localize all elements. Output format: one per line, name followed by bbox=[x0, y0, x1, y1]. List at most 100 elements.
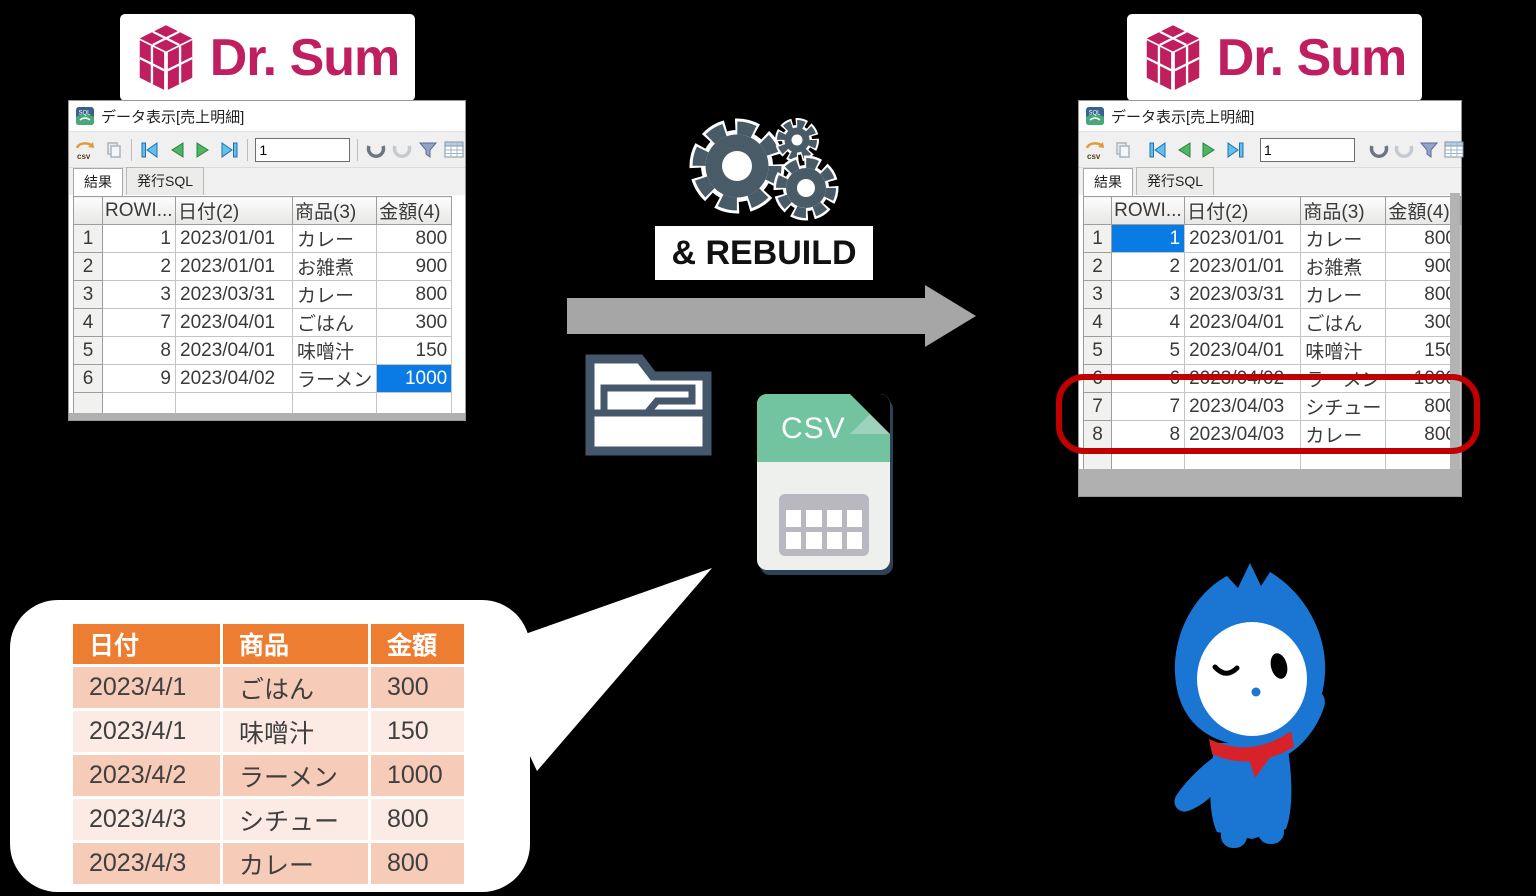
grid-view-button[interactable] bbox=[1444, 138, 1464, 162]
commit-button[interactable] bbox=[365, 138, 386, 162]
cell[interactable]: 1000 bbox=[376, 364, 453, 393]
filter-button[interactable] bbox=[418, 138, 439, 162]
cell[interactable]: 2023/04/01 bbox=[175, 336, 293, 365]
next-record-button[interactable] bbox=[192, 138, 213, 162]
row-header[interactable]: 4 bbox=[1082, 308, 1113, 337]
copy-button[interactable] bbox=[1113, 138, 1133, 162]
cell[interactable]: 2 bbox=[102, 252, 176, 281]
cell[interactable]: ラーメン bbox=[291, 364, 378, 393]
cell[interactable]: 800 bbox=[376, 224, 453, 253]
cell[interactable]: 2023/04/01 bbox=[1184, 308, 1302, 337]
commit-button[interactable] bbox=[1369, 138, 1389, 162]
cell[interactable]: カレー bbox=[1300, 224, 1387, 253]
row-header[interactable]: 8 bbox=[1082, 420, 1113, 449]
cell[interactable]: 2023/01/01 bbox=[175, 252, 293, 281]
cell[interactable]: 2023/01/01 bbox=[1184, 224, 1302, 253]
column-header[interactable]: 商品(3) bbox=[291, 196, 378, 225]
cell[interactable]: 2023/03/31 bbox=[175, 280, 293, 309]
cell[interactable]: 4 bbox=[1111, 308, 1186, 337]
column-header[interactable]: ROWI... bbox=[102, 196, 176, 225]
row-header[interactable]: 3 bbox=[1082, 280, 1113, 309]
row-header[interactable]: 1 bbox=[73, 224, 103, 253]
cell[interactable]: 2023/04/01 bbox=[1184, 336, 1302, 365]
column-header[interactable]: 日付(2) bbox=[1184, 196, 1302, 225]
cell[interactable]: 800 bbox=[1385, 280, 1461, 309]
cell[interactable]: 800 bbox=[376, 280, 453, 309]
cell[interactable]: 7 bbox=[1111, 392, 1186, 421]
tab-results[interactable]: 結果 bbox=[1083, 168, 1133, 196]
cell[interactable]: ごはん bbox=[291, 308, 378, 337]
cell[interactable]: カレー bbox=[1300, 280, 1387, 309]
column-header[interactable]: 商品(3) bbox=[1300, 196, 1387, 225]
cell[interactable]: 2 bbox=[1111, 252, 1186, 281]
cell[interactable]: 9 bbox=[102, 364, 176, 393]
row-header[interactable]: 4 bbox=[73, 308, 103, 337]
copy-button[interactable] bbox=[103, 138, 124, 162]
record-number-input[interactable] bbox=[255, 137, 351, 162]
row-header[interactable]: 2 bbox=[73, 252, 103, 281]
cell[interactable]: 2023/04/03 bbox=[1184, 420, 1302, 449]
cell[interactable]: 2023/04/03 bbox=[1184, 392, 1302, 421]
row-header[interactable]: 6 bbox=[73, 364, 103, 393]
rollback-button[interactable] bbox=[1394, 138, 1414, 162]
cell[interactable]: 8 bbox=[102, 336, 176, 365]
cell[interactable]: 5 bbox=[1111, 336, 1186, 365]
last-record-button[interactable] bbox=[218, 138, 240, 162]
record-number-input[interactable] bbox=[1260, 137, 1355, 162]
column-header[interactable]: 金額(4) bbox=[376, 196, 453, 225]
cell[interactable]: 900 bbox=[1385, 252, 1461, 281]
cell[interactable]: 2023/01/01 bbox=[1184, 252, 1302, 281]
grid-view-button[interactable] bbox=[444, 138, 465, 162]
cell[interactable]: 2023/03/31 bbox=[1184, 280, 1302, 309]
vertical-scrollbar[interactable] bbox=[1450, 193, 1460, 496]
cell[interactable]: 2023/04/02 bbox=[175, 364, 293, 393]
row-header[interactable]: 5 bbox=[73, 336, 103, 365]
window-titlebar[interactable]: SQL データ表示[売上明細] bbox=[1079, 101, 1461, 131]
cell[interactable]: シチュー bbox=[1300, 392, 1387, 421]
cell[interactable]: 1 bbox=[102, 224, 176, 253]
column-header[interactable]: 金額(4) bbox=[1385, 196, 1461, 225]
cell[interactable]: 800 bbox=[1385, 392, 1461, 421]
cell[interactable]: 150 bbox=[376, 336, 453, 365]
first-record-button[interactable] bbox=[139, 138, 161, 162]
cell[interactable]: 3 bbox=[1111, 280, 1186, 309]
cell[interactable]: カレー bbox=[291, 280, 378, 309]
cell[interactable]: 味噌汁 bbox=[291, 336, 378, 365]
corner-cell[interactable] bbox=[73, 196, 103, 225]
tab-results[interactable]: 結果 bbox=[73, 168, 123, 196]
cell[interactable]: 300 bbox=[1385, 308, 1461, 337]
last-record-button[interactable] bbox=[1224, 138, 1246, 162]
corner-cell[interactable] bbox=[1082, 196, 1113, 225]
cell[interactable]: 2023/01/01 bbox=[175, 224, 293, 253]
column-header[interactable]: ROWI... bbox=[1111, 196, 1186, 225]
first-record-button[interactable] bbox=[1147, 138, 1169, 162]
cell[interactable]: 1 bbox=[1111, 224, 1186, 253]
tab-issued-sql[interactable]: 発行SQL bbox=[1136, 167, 1215, 195]
filter-button[interactable] bbox=[1419, 138, 1439, 162]
cell[interactable]: カレー bbox=[291, 224, 378, 253]
cell[interactable]: 800 bbox=[1385, 420, 1461, 449]
row-header[interactable]: 2 bbox=[1082, 252, 1113, 281]
cell[interactable]: 300 bbox=[376, 308, 453, 337]
cell[interactable]: 7 bbox=[102, 308, 176, 337]
window-titlebar[interactable]: SQL データ表示[売上明細] bbox=[69, 101, 465, 131]
cell[interactable]: 2023/04/01 bbox=[175, 308, 293, 337]
cell[interactable]: カレー bbox=[1300, 420, 1387, 449]
cell[interactable]: 150 bbox=[1385, 336, 1461, 365]
csv-export-button[interactable]: csv bbox=[1084, 138, 1108, 162]
next-record-button[interactable] bbox=[1199, 138, 1219, 162]
cell[interactable]: 3 bbox=[102, 280, 176, 309]
cell[interactable]: 味噌汁 bbox=[1300, 336, 1387, 365]
cell[interactable]: お雑煮 bbox=[291, 252, 378, 281]
row-header[interactable]: 7 bbox=[1082, 392, 1113, 421]
csv-export-button[interactable]: csv bbox=[74, 138, 98, 162]
cell[interactable]: 900 bbox=[376, 252, 453, 281]
rollback-button[interactable] bbox=[391, 138, 412, 162]
cell[interactable]: お雑煮 bbox=[1300, 252, 1387, 281]
cell[interactable]: ごはん bbox=[1300, 308, 1387, 337]
column-header[interactable]: 日付(2) bbox=[175, 196, 293, 225]
tab-issued-sql[interactable]: 発行SQL bbox=[126, 167, 205, 195]
prev-record-button[interactable] bbox=[166, 138, 187, 162]
row-header[interactable]: 3 bbox=[73, 280, 103, 309]
prev-record-button[interactable] bbox=[1174, 138, 1194, 162]
